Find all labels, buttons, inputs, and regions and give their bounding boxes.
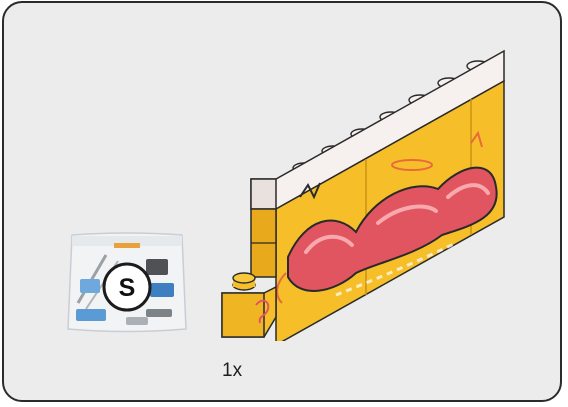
graffiti-wall-icon: [216, 47, 512, 341]
parts-bag-icon: S: [66, 231, 188, 335]
front-left-brick: [222, 273, 276, 337]
bag-badge-letter: S: [119, 274, 136, 302]
step-panel: S: [2, 1, 562, 402]
quantity-label: 1x: [222, 360, 242, 382]
